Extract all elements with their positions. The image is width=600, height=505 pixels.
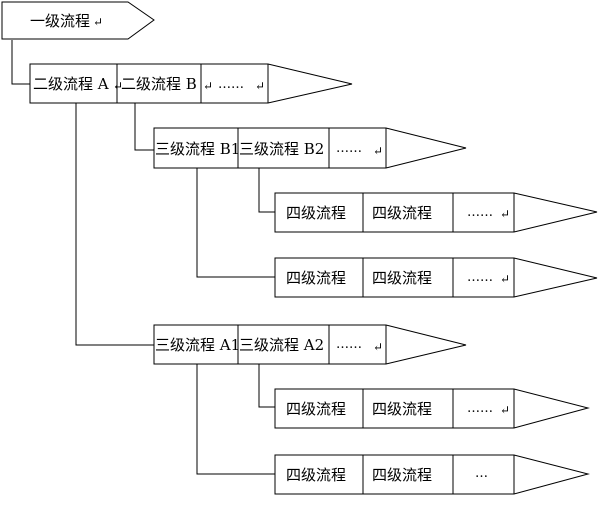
- level3-arrow-shape: [153, 324, 467, 365]
- level2-arrow[interactable]: 二级流程 A 二级流程 B …… ↵ ↵ ↵: [29, 63, 353, 104]
- level4-cell: 四级流程: [372, 269, 432, 287]
- return-mark: ↵: [93, 15, 103, 29]
- level4-cell-more: …: [475, 466, 488, 481]
- connector-l1-to-l2: [11, 40, 30, 85]
- return-mark: ↵: [500, 403, 510, 417]
- return-mark: ↵: [373, 340, 383, 354]
- connectors: [11, 40, 275, 475]
- level4-arrow-b1[interactable]: 四级流程 四级流程 …… ↵: [274, 192, 598, 233]
- connector-l3b-to-l4-row1: [258, 168, 275, 213]
- level3-arrow-b[interactable]: 三级流程 B1 三级流程 B2 …… ↵: [153, 127, 467, 169]
- level4-arrow-shape: [274, 192, 598, 233]
- level1-arrow-shape: [1, 1, 155, 40]
- level2-cell-more: ……: [218, 77, 244, 92]
- level4-cell: 四级流程: [286, 466, 346, 484]
- level3-a-cell-1: 三级流程 A1: [155, 336, 240, 354]
- level4-cell-more: ……: [467, 401, 493, 416]
- level4-arrow-a1[interactable]: 四级流程 四级流程 …… ↵: [274, 388, 590, 429]
- level4-cell: 四级流程: [372, 400, 432, 418]
- return-mark: ↵: [500, 207, 510, 221]
- level3-arrow-a[interactable]: 三级流程 A1 三级流程 A2 …… ↵: [153, 324, 467, 365]
- return-mark: ↵: [373, 144, 383, 158]
- level1-arrow[interactable]: 一级流程 ↵: [1, 1, 155, 40]
- level2-cell-a: 二级流程 A: [33, 75, 109, 93]
- level4-cell: 四级流程: [286, 269, 346, 287]
- level3-b-cell-more: ……: [336, 141, 362, 156]
- return-mark: ↵: [203, 79, 213, 93]
- connector-l3a-to-l4-row2: [196, 364, 275, 475]
- level4-cell: 四级流程: [286, 204, 346, 222]
- level4-arrow-shape: [274, 257, 598, 298]
- level4-arrow-a2[interactable]: 四级流程 四级流程 …: [274, 454, 590, 495]
- level2-arrow-shape: [29, 63, 353, 104]
- level3-b-cell-1: 三级流程 B1: [155, 140, 240, 158]
- level3-b-cell-2: 三级流程 B2: [239, 140, 324, 158]
- level3-a-cell-2: 三级流程 A2: [239, 336, 324, 354]
- level1-label: 一级流程: [30, 12, 90, 30]
- connector-l3a-to-l4-row1: [258, 364, 275, 408]
- level4-cell: 四级流程: [286, 400, 346, 418]
- level4-cell-more: ……: [467, 270, 493, 285]
- level4-arrow-b2[interactable]: 四级流程 四级流程 …… ↵: [274, 257, 598, 298]
- level4-cell: 四级流程: [372, 466, 432, 484]
- return-mark: ↵: [255, 79, 265, 93]
- connector-l2b-to-l3b: [134, 92, 154, 151]
- level4-arrow-shape: [274, 454, 590, 495]
- return-mark: ↵: [500, 272, 510, 286]
- connector-l3b-to-l4-row2: [196, 168, 275, 278]
- level3-arrow-shape: [153, 127, 467, 169]
- level4-cell-more: ……: [467, 205, 493, 220]
- level3-a-cell-more: ……: [336, 337, 362, 352]
- connector-l2a-to-l3a: [75, 102, 154, 346]
- return-mark: ↵: [113, 79, 123, 93]
- level4-cell: 四级流程: [372, 204, 432, 222]
- level4-arrow-shape: [274, 388, 590, 429]
- level2-cell-b: 二级流程 B: [121, 75, 197, 93]
